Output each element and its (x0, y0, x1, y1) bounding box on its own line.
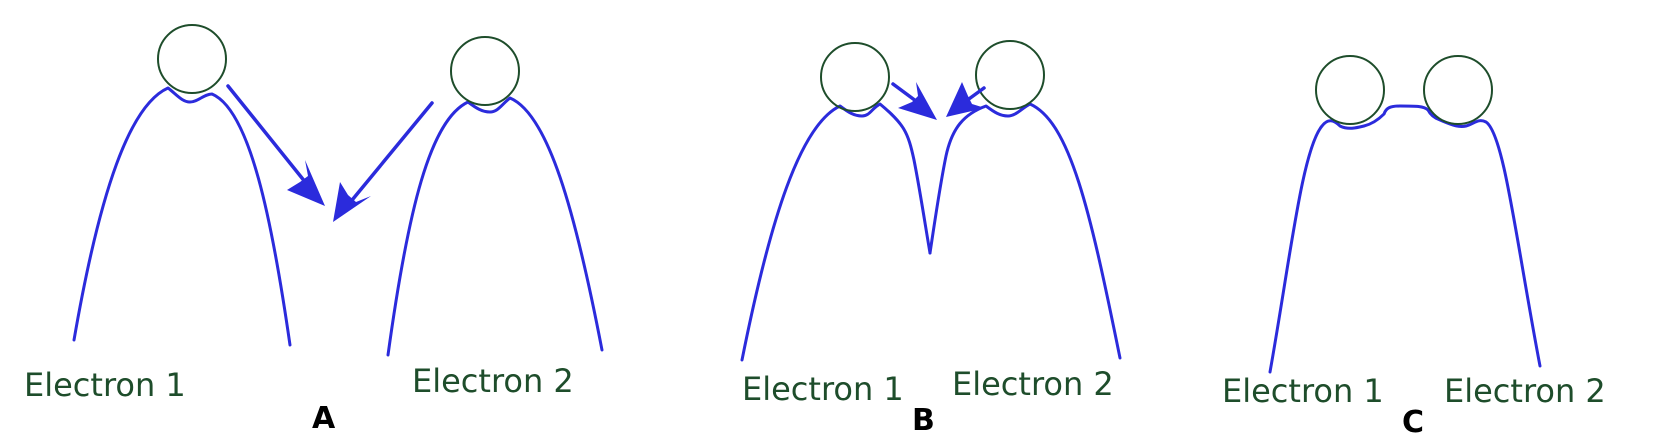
panel-b-electron-2-label: Electron 2 (952, 365, 1114, 403)
panel-c-electron-2-label: Electron 2 (1444, 372, 1606, 410)
panel-c-electron-1 (1268, 55, 1402, 374)
panel-a-electron-1-label: Electron 1 (24, 366, 186, 404)
panel-b-electron-1-wave (740, 102, 932, 362)
panel-a-letter: A (312, 401, 336, 436)
panel-a-electron-1 (72, 24, 292, 347)
panel-c-letter: C (1402, 405, 1424, 437)
panel-c-electron-2-nucleus (1423, 55, 1493, 125)
panel-c-electron-1-wave (1268, 104, 1402, 374)
panel-a-electron-1-wave (72, 86, 292, 347)
panel-a-electron-2-label: Electron 2 (412, 362, 574, 400)
panel-a-electron-1-nucleus (157, 24, 227, 94)
panel-b-electron-2-nucleus (975, 40, 1045, 110)
panel-b-electron-1-label: Electron 1 (742, 370, 904, 408)
panel-c-electron-1-label: Electron 1 (1222, 372, 1384, 410)
panel-c: Electron 1 Electron 2 C (1222, 55, 1606, 437)
panel-a: Electron 1 Electron 2 A (24, 24, 604, 436)
panel-a-electron-2-nucleus (450, 36, 520, 106)
panel-b-arrow-left (946, 82, 986, 117)
panel-b: Electron 1 Electron 2 B (740, 40, 1122, 437)
panel-b-electron-1 (740, 42, 932, 362)
panel-c-electron-2-wave (1398, 104, 1542, 368)
panel-b-electron-1-nucleus (820, 42, 890, 112)
panel-b-letter: B (912, 403, 935, 437)
panel-c-electron-2 (1398, 55, 1542, 368)
panel-b-electron-2-wave (928, 102, 1122, 360)
panel-b-arrow-right (891, 82, 937, 120)
panel-a-electron-2 (386, 36, 604, 357)
panel-a-arrow-right (226, 84, 325, 206)
panel-a-arrow-left (333, 101, 434, 222)
panel-a-electron-2-wave (386, 96, 604, 357)
panel-c-electron-1-nucleus (1315, 55, 1385, 125)
panel-b-electron-2 (928, 40, 1122, 360)
